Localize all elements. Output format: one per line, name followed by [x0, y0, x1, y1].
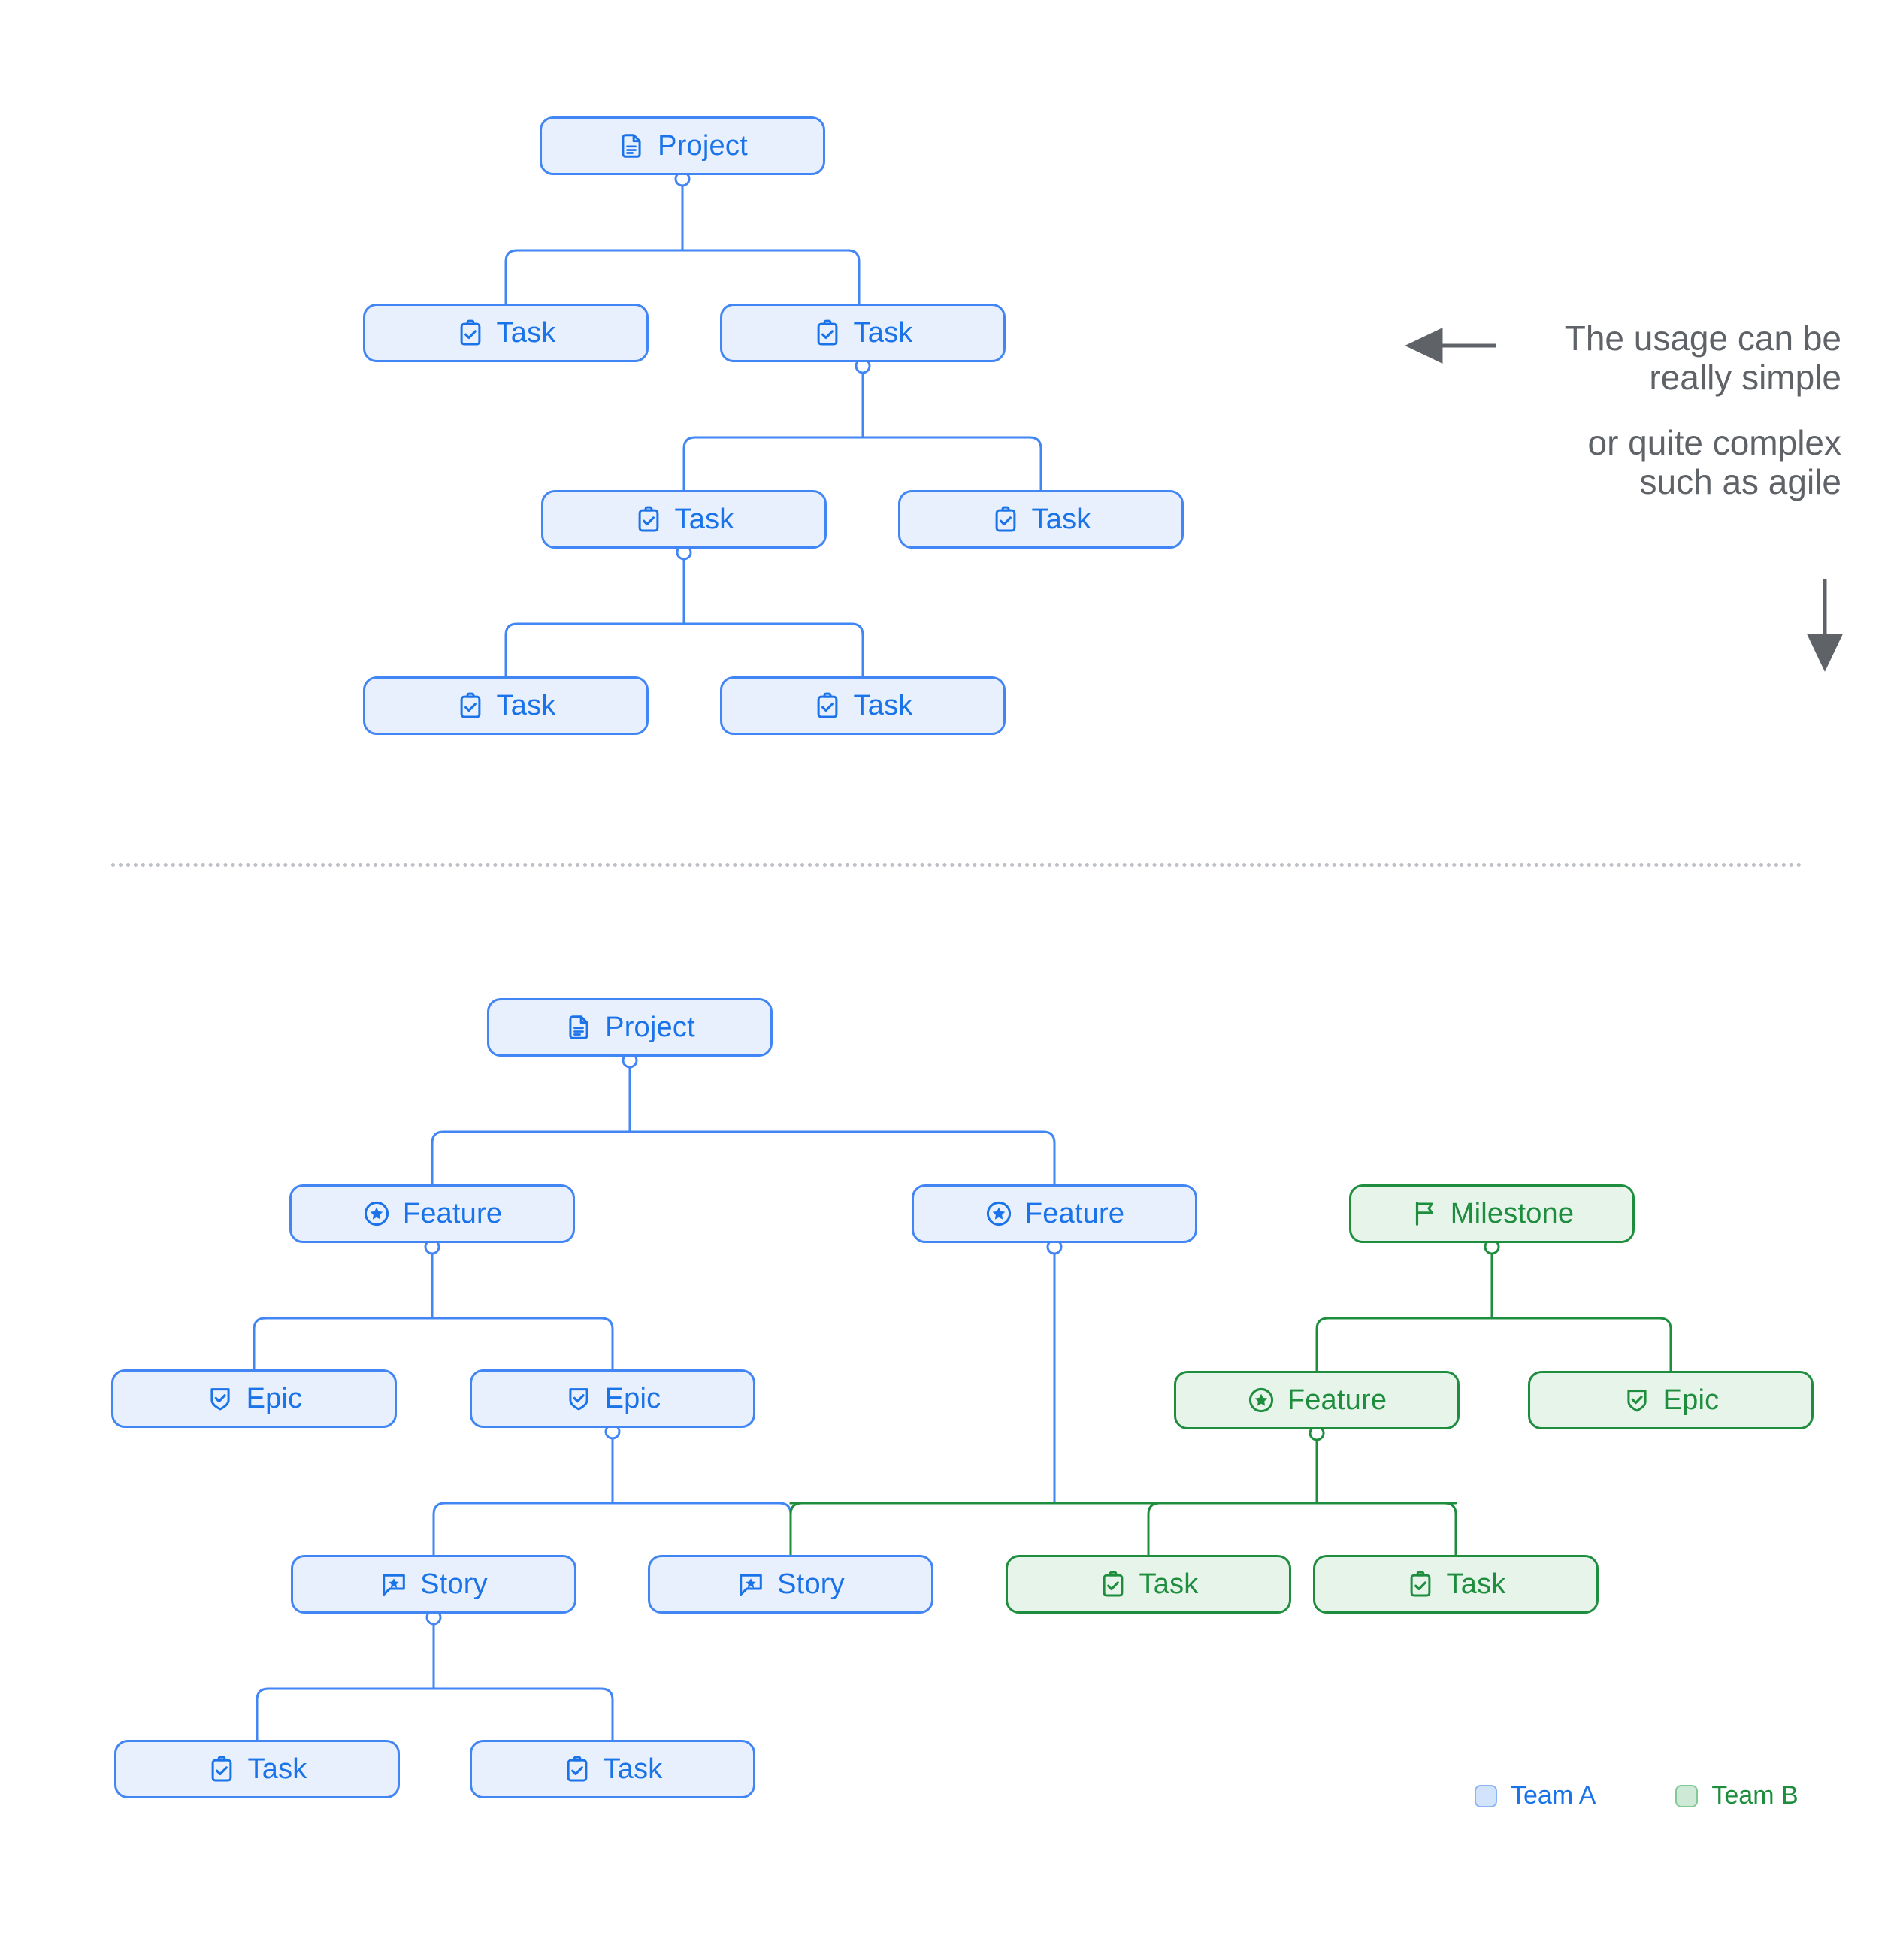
- task-clipboard-icon: [1406, 1570, 1435, 1599]
- usage-note-line-2: really simple: [1649, 357, 1841, 397]
- node-label: Epic: [246, 1383, 303, 1414]
- legend-item-team-a[interactable]: Team A: [1475, 1781, 1596, 1810]
- task-clipboard-icon: [456, 319, 485, 347]
- node-feature[interactable]: Feature: [912, 1184, 1197, 1243]
- epic-shield-icon: [206, 1384, 234, 1413]
- node-label: Feature: [1287, 1384, 1387, 1416]
- node-story[interactable]: Story: [291, 1555, 576, 1614]
- node-task[interactable]: Task: [363, 304, 649, 362]
- node-label: Project: [605, 1012, 695, 1043]
- node-label: Task: [603, 1753, 663, 1785]
- node-story[interactable]: Story: [648, 1555, 933, 1614]
- node-label: Task: [1031, 504, 1091, 535]
- team-b-swatch-icon: [1675, 1784, 1699, 1807]
- task-clipboard-icon: [634, 505, 663, 534]
- node-task[interactable]: Task: [1006, 1555, 1291, 1614]
- node-label: Epic: [604, 1383, 661, 1414]
- node-label: Task: [674, 504, 734, 535]
- legend-item-team-b[interactable]: Team B: [1675, 1781, 1799, 1810]
- story-bubble-icon: [737, 1570, 765, 1599]
- node-task[interactable]: Task: [114, 1740, 400, 1798]
- node-task[interactable]: Task: [541, 490, 827, 549]
- milestone-flag-icon: [1410, 1199, 1439, 1228]
- node-task[interactable]: Task: [1313, 1555, 1599, 1614]
- node-label: Feature: [1024, 1198, 1125, 1230]
- team-legend: Team A Team B: [1475, 1781, 1799, 1810]
- usage-note-line-1: The usage can be: [1564, 319, 1841, 358]
- task-clipboard-icon: [1099, 1570, 1127, 1599]
- story-bubble-icon: [380, 1570, 408, 1599]
- node-task[interactable]: Task: [720, 304, 1006, 362]
- usage-note-line-4: such as agile: [1639, 461, 1842, 501]
- legend-label-team-a: Team A: [1511, 1781, 1596, 1810]
- epic-shield-icon: [564, 1384, 593, 1413]
- feature-star-icon: [362, 1199, 391, 1228]
- node-milestone[interactable]: Milestone: [1349, 1184, 1635, 1243]
- node-task[interactable]: Task: [720, 676, 1006, 735]
- task-clipboard-icon: [991, 505, 1020, 534]
- node-label: Milestone: [1450, 1198, 1575, 1230]
- feature-star-icon: [985, 1199, 1013, 1228]
- node-label: Task: [853, 317, 913, 349]
- node-task[interactable]: Task: [470, 1740, 755, 1798]
- node-label: Task: [1139, 1568, 1199, 1600]
- task-clipboard-icon: [563, 1755, 591, 1783]
- node-label: Task: [496, 317, 556, 349]
- node-label: Epic: [1662, 1384, 1720, 1416]
- task-clipboard-icon: [207, 1755, 236, 1783]
- legend-label-team-b: Team B: [1711, 1781, 1799, 1810]
- node-task[interactable]: Task: [898, 490, 1184, 549]
- document-icon: [564, 1013, 593, 1042]
- task-clipboard-icon: [813, 319, 842, 347]
- section-divider: [111, 863, 1802, 867]
- node-project[interactable]: Project: [487, 998, 773, 1057]
- node-feature[interactable]: Feature: [289, 1184, 575, 1243]
- usage-note-line-3: or quite complex: [1587, 423, 1842, 463]
- node-epic[interactable]: Epic: [1528, 1371, 1814, 1429]
- task-clipboard-icon: [813, 691, 842, 720]
- node-label: Task: [496, 690, 556, 721]
- team-a-swatch-icon: [1475, 1784, 1497, 1807]
- node-label: Project: [658, 130, 748, 162]
- node-epic[interactable]: Epic: [111, 1369, 397, 1428]
- epic-shield-icon: [1623, 1386, 1651, 1414]
- usage-note: The usage can be really simple or quite …: [1451, 319, 1841, 501]
- node-label: Story: [420, 1568, 488, 1600]
- node-task[interactable]: Task: [363, 676, 649, 735]
- node-label: Story: [777, 1568, 845, 1600]
- task-clipboard-icon: [456, 691, 485, 720]
- node-label: Task: [1446, 1568, 1506, 1600]
- node-label: Task: [247, 1753, 307, 1785]
- node-label: Feature: [402, 1198, 503, 1230]
- node-epic[interactable]: Epic: [470, 1369, 755, 1428]
- node-feature[interactable]: Feature: [1174, 1371, 1460, 1429]
- document-icon: [617, 132, 646, 160]
- node-project[interactable]: Project: [540, 116, 825, 175]
- feature-star-icon: [1247, 1386, 1275, 1414]
- node-label: Task: [853, 690, 913, 721]
